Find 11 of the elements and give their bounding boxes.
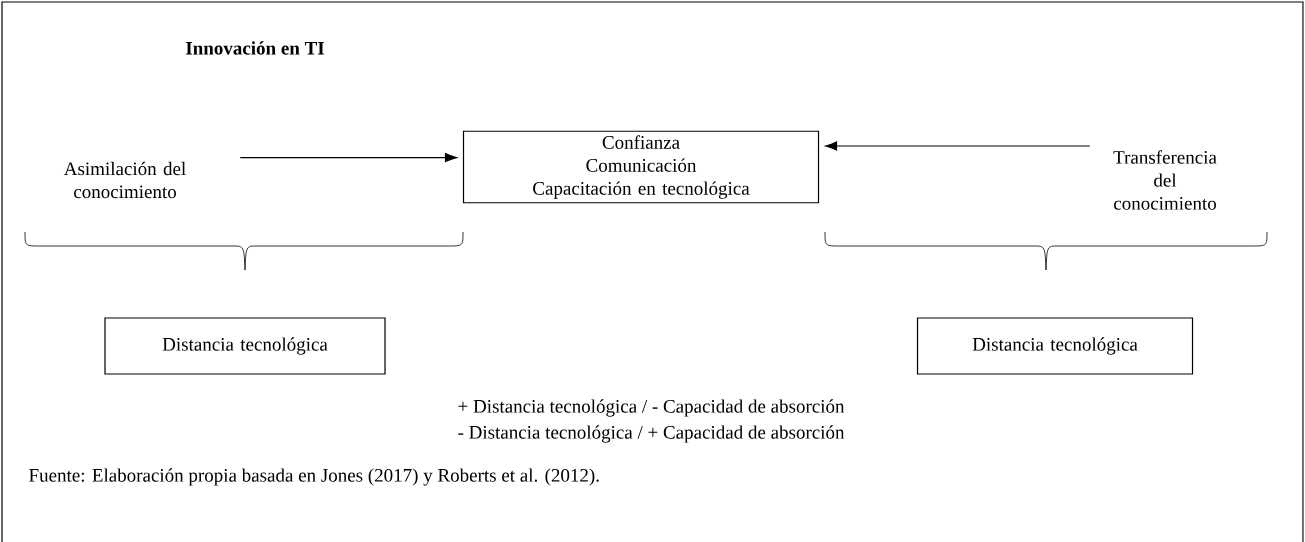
note-text: - Distancia tecnológica / + Capacidad de absorción	[458, 425, 845, 443]
text-label: Transferencia del conocimiento	[1113, 150, 1217, 210]
arrow	[239, 153, 457, 163]
concept-box: Confianza Comunicación Capacitación en tecnológica	[462, 130, 820, 204]
arrow	[825, 141, 1091, 151]
caption: Fuente: Elaboración propia basada en Jones (2017) y Roberts et al. (2012).	[29, 468, 599, 486]
concept-box: Distancia tecnológica	[104, 317, 386, 375]
text-label: Asimilación del conocimiento	[64, 161, 186, 199]
concept-box: Distancia tecnológica	[916, 317, 1194, 375]
title: Innovación en TI	[185, 41, 325, 55]
note-text: + Distancia tecnológica / - Capacidad de absorción	[458, 399, 845, 417]
